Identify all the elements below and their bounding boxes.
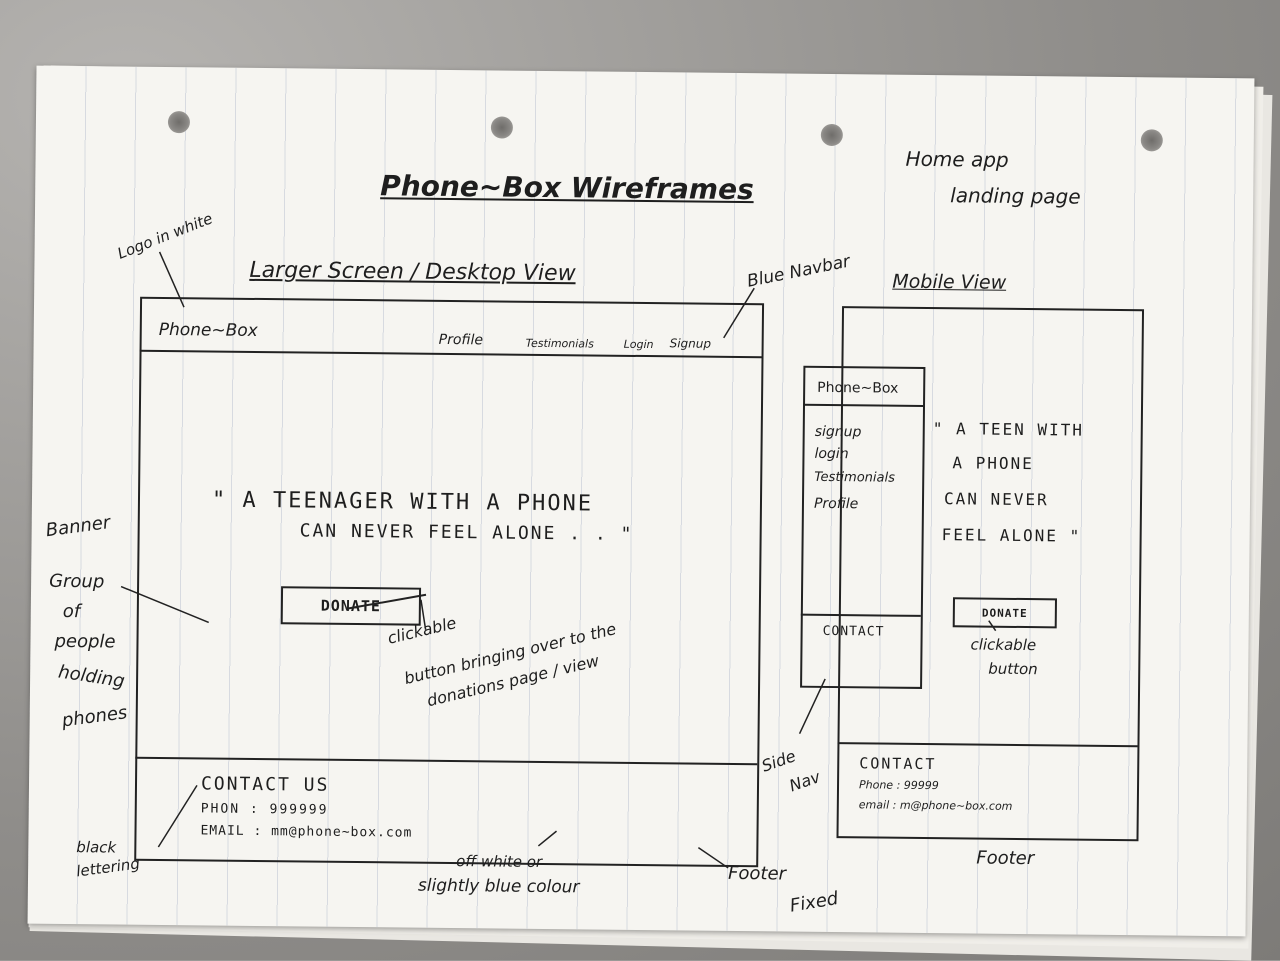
annotation-arrows (120, 251, 997, 869)
notebook-sheet: Phone~Box Wireframes Home app landing pa… (27, 65, 1255, 937)
